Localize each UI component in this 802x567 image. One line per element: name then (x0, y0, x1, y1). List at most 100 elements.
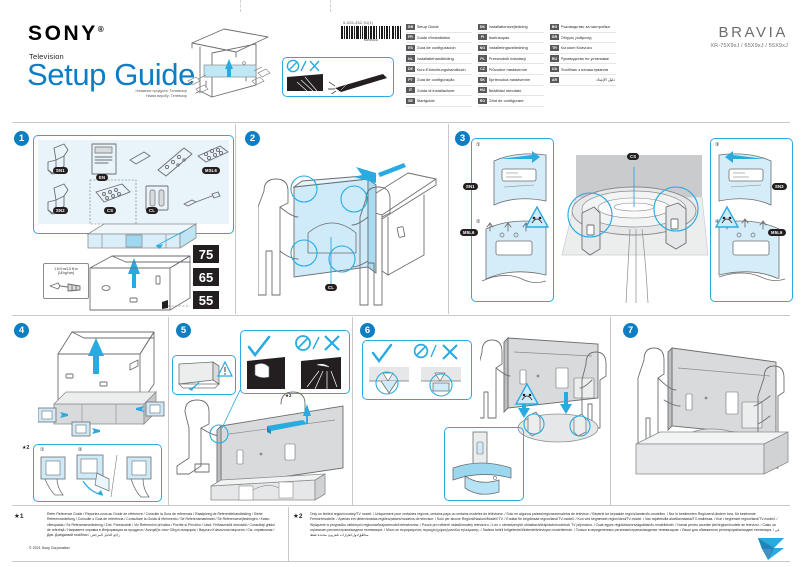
language-label: Sprievodca nastavením (488, 77, 531, 83)
language-label: Kurz-Einrichtungshandbuch (416, 66, 466, 72)
language-code: CZ (478, 66, 487, 73)
step-badge-6: 6 (360, 323, 375, 338)
language-label: Οδηγός ρύθμισης (560, 34, 592, 40)
screwdriver-icon (49, 282, 81, 292)
step5-star-note: ★2 (285, 393, 292, 398)
part-chip-sn2: SN2 (53, 207, 68, 214)
language-code: NO (478, 44, 487, 52)
step4-detail-illustration (40, 454, 152, 498)
page-title: Setup Guide (27, 57, 195, 92)
step5-main-illustration (176, 390, 344, 501)
language-label: Kurulum Kılavuzu (560, 45, 592, 51)
language-label: Startguide (416, 98, 435, 104)
step6-check-illustration (369, 343, 461, 397)
language-code: IT (406, 87, 415, 94)
step7-illustration (635, 346, 789, 475)
model-numbers: XR-75X9xJ / 65X9xJ / 55X9xJ (710, 43, 788, 49)
sony-wordmark: SONY (28, 22, 98, 45)
step3-warning-triangle-left (524, 205, 550, 228)
footnote-2-body: Only on limited region/country/TV model.… (310, 512, 778, 532)
step4-detail-panel: ① ② (33, 444, 162, 502)
language-label: Installatiehandleiding (416, 56, 454, 62)
part-chip-step3-m5l6-left: M5L6 (460, 229, 478, 236)
language-label: Посібник з налаштування (560, 66, 609, 72)
language-code: FI (478, 34, 487, 41)
language-label: Setup Guide (416, 24, 439, 30)
sony-logo: SONY® (28, 22, 104, 46)
language-label: دليل الإعداد (595, 77, 615, 83)
brand-mark-icon (758, 538, 784, 560)
size-label-75: 75 (193, 245, 219, 263)
header-unpacking-illustration (187, 28, 271, 98)
crop-mark-right (330, 0, 332, 12)
step1-parts-panel: SN1 EN MSL6 SN2 CS CL (33, 135, 234, 234)
step3-left-illustration (481, 151, 547, 283)
part-chip-msl6: MSL6 (202, 167, 220, 174)
language-label: Guía de configuración (416, 45, 456, 51)
divider-top (12, 122, 790, 123)
step4-substep-1: ① (40, 447, 45, 453)
language-code: PL (478, 55, 487, 62)
registered-mark: ® (97, 25, 104, 34)
language-label: Guia de configuração (416, 77, 455, 83)
divider-v6 (288, 507, 289, 561)
step6-warning-triangle (514, 382, 540, 405)
step5-tilt-panel (172, 355, 236, 395)
part-chip-cl: CL (146, 207, 158, 214)
language-label: Beállítási útmutató (488, 87, 522, 93)
step4-substep-2: ② (78, 447, 83, 453)
step3-substep-1: ① (476, 142, 481, 148)
divider-v3 (168, 317, 169, 505)
part-chip-step2-cl: CL (325, 284, 337, 291)
divider-v2 (448, 124, 449, 314)
divider-v4 (352, 317, 353, 505)
divider-v1 (235, 124, 236, 314)
language-code: SK (478, 76, 487, 83)
language-label: Przewodnik instalacji (488, 56, 526, 62)
language-code: FR (406, 34, 415, 41)
language-label: Installeringsveiledning (488, 45, 528, 51)
part-chip-step3-cs: CS (627, 153, 640, 160)
part-chip-cs: CS (104, 207, 117, 214)
crop-mark-left (240, 0, 242, 12)
footnote-2-arabic: في مناطق/دول/طرازات تلفزيون محددة فقط. (310, 527, 780, 538)
language-code: PT (406, 76, 415, 83)
header-warning-box (282, 57, 394, 97)
step4-illustration (38, 331, 165, 437)
language-code: BG (550, 23, 559, 30)
header-warning-illustration (286, 59, 387, 96)
step3-warning-triangle-right (714, 205, 740, 228)
bravia-logo: BRAVIA (718, 24, 788, 41)
language-code: RO (478, 97, 487, 105)
product-category-label: Television (29, 52, 64, 61)
language-code: NL (406, 55, 415, 62)
step6-detail-illustration (452, 431, 512, 495)
title-subtitle-ru: Название продукта: Телевизор (135, 89, 187, 93)
language-label: Asetusopas (488, 34, 510, 40)
step2-illustration (258, 163, 437, 306)
divider-v5 (610, 317, 611, 505)
size-label-55: 55 (193, 291, 219, 309)
torque-line-2: {16 kgf·cm} (57, 271, 75, 275)
language-label: Guida di installazione (416, 87, 455, 93)
step-badge-3: 3 (455, 131, 470, 146)
language-label: Ghid de configurare (488, 98, 524, 104)
